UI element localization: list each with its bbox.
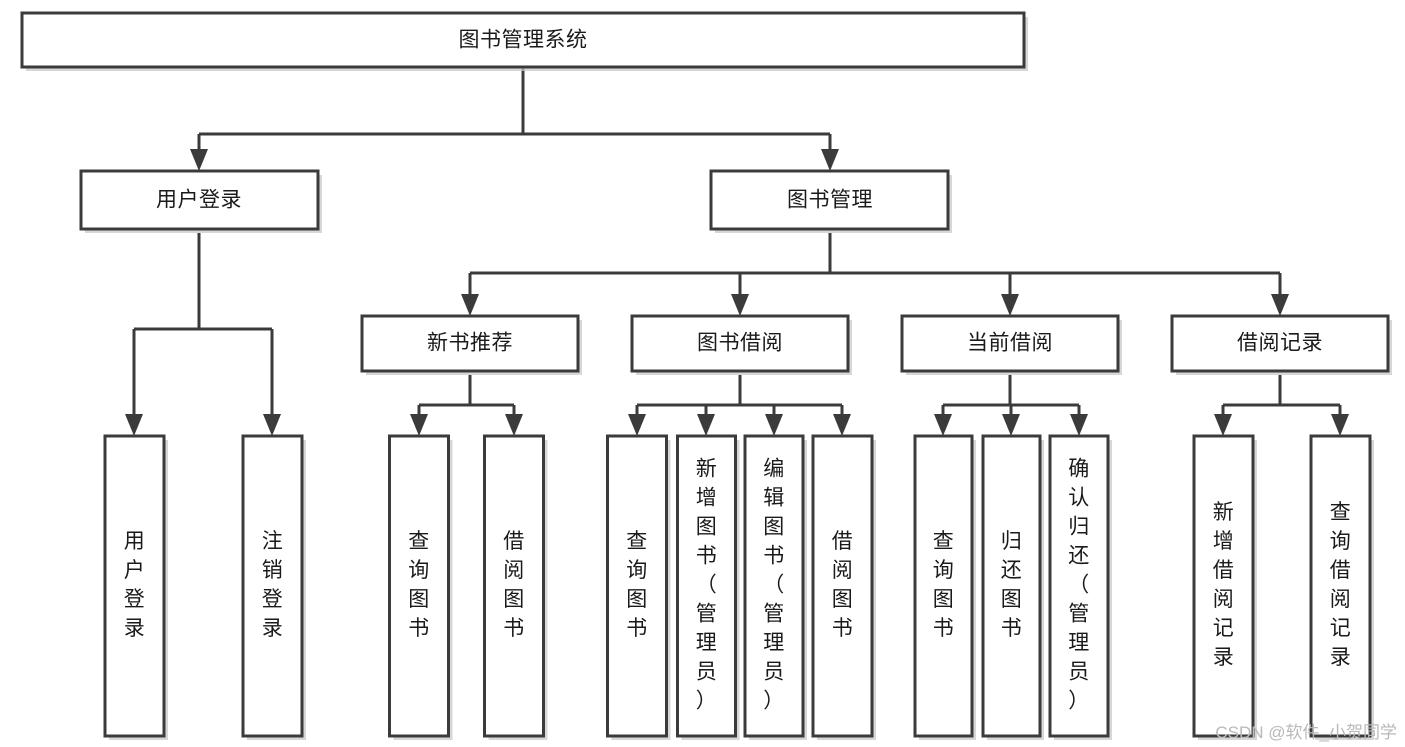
arrow-to-leaf-confirm-return <box>1070 414 1088 436</box>
node-current-borrow[interactable]: 当前借阅 <box>900 314 1122 375</box>
leaf-query-record-box <box>1309 434 1372 738</box>
node-root-book-management-system[interactable]: 图书管理系统 <box>20 11 1028 71</box>
leaf-query-book-1-label: 查询图书 <box>408 530 430 640</box>
root-label: 图书管理系统 <box>459 29 588 52</box>
node-leaf-user-login[interactable]: 用户登录 <box>103 434 168 740</box>
book-borrow-box <box>630 314 850 373</box>
arrow-to-borrow-record <box>1271 294 1289 316</box>
borrow-record-label: 借阅记录 <box>1237 332 1323 355</box>
node-book-manage[interactable]: 图书管理 <box>709 169 952 233</box>
arrow-to-leaf-query-book-1 <box>410 414 428 436</box>
node-leaf-query-book-1[interactable]: 查询图书 <box>388 434 453 740</box>
leaf-add-record-label: 新增借阅记录 <box>1213 501 1235 669</box>
node-leaf-query-book-2[interactable]: 查询图书 <box>606 434 671 740</box>
leaf-add-book-box <box>676 434 737 738</box>
arrow-root-to-user-login <box>190 149 208 171</box>
arrow-to-leaf-user-login <box>125 414 143 436</box>
connector-layer <box>125 67 1349 436</box>
node-user-login[interactable]: 用户登录 <box>79 169 322 233</box>
leaf-query-book-2-label: 查询图书 <box>626 530 648 640</box>
node-leaf-query-record[interactable]: 查询借阅记录 <box>1309 434 1374 740</box>
leaf-logout-box <box>241 434 304 738</box>
book-borrow-label: 图书借阅 <box>697 332 783 355</box>
node-leaf-logout[interactable]: 注销登录 <box>241 434 306 740</box>
user-login-label: 用户登录 <box>156 189 242 212</box>
leaf-borrow-book-1-box <box>483 434 545 738</box>
node-new-book-rec[interactable]: 新书推荐 <box>360 314 582 375</box>
leaf-query-record-label: 查询借阅记录 <box>1330 501 1352 669</box>
leaf-return-book-label: 归还图书 <box>1001 530 1023 640</box>
arrow-to-leaf-borrow-book-1 <box>505 414 523 436</box>
leaf-query-book-2-box <box>606 434 668 738</box>
new-book-rec-label: 新书推荐 <box>427 332 513 355</box>
node-leaf-add-book[interactable]: 新增图书（管理员） <box>676 434 740 740</box>
leaf-logout-label: 注销登录 <box>262 530 284 640</box>
leaf-borrow-book-2-box <box>811 434 874 738</box>
leaf-node-layer: 用户登录 注销登录 查询图书 借阅图书 查询图书 新增图书（管理员） 编辑图书（管理员） 借阅… <box>103 434 1374 740</box>
leaf-confirm-return-box <box>1048 434 1110 738</box>
root-box <box>20 11 1026 69</box>
node-leaf-query-book-3[interactable]: 查询图书 <box>913 434 976 740</box>
arrow-to-leaf-logout <box>263 414 281 436</box>
arrow-to-leaf-query-book-2 <box>628 414 646 436</box>
leaf-add-book-label: 新增图书（管理员） <box>696 458 718 713</box>
arrow-to-leaf-edit-book <box>765 414 783 436</box>
borrow-record-box <box>1170 314 1390 373</box>
node-leaf-return-book[interactable]: 归还图书 <box>981 434 1044 740</box>
leaf-edit-book-box <box>743 434 805 738</box>
node-leaf-confirm-return[interactable]: 确认归还（管理员） <box>1048 434 1112 740</box>
arrow-to-leaf-borrow-book-2 <box>833 414 851 436</box>
leaf-borrow-book-1-label: 借阅图书 <box>503 530 525 640</box>
node-leaf-borrow-book-1[interactable]: 借阅图书 <box>483 434 548 740</box>
arrow-to-book-borrow <box>731 294 749 316</box>
leaf-query-book-3-label: 查询图书 <box>933 530 955 640</box>
leaf-edit-book-label: 编辑图书（管理员） <box>763 458 785 713</box>
leaf-add-record-box <box>1192 434 1255 738</box>
arrow-to-leaf-add-book <box>697 414 715 436</box>
arrow-to-new-book-rec <box>461 294 479 316</box>
arrow-to-leaf-query-record <box>1331 414 1349 436</box>
leaf-confirm-return-label: 确认归还（管理员） <box>1068 458 1090 713</box>
leaf-user-login-label: 用户登录 <box>124 530 146 640</box>
node-leaf-borrow-book-2[interactable]: 借阅图书 <box>811 434 876 740</box>
leaf-borrow-book-2-label: 借阅图书 <box>832 530 854 640</box>
book-manage-box <box>709 169 950 231</box>
user-login-box <box>79 169 320 231</box>
node-leaf-add-record[interactable]: 新增借阅记录 <box>1192 434 1257 740</box>
leaf-query-book-1-box <box>388 434 450 738</box>
arrow-to-leaf-add-record <box>1214 414 1232 436</box>
arrow-to-leaf-return-book <box>1002 414 1020 436</box>
leaf-user-login-box <box>103 434 166 738</box>
node-book-borrow[interactable]: 图书借阅 <box>630 314 852 375</box>
leaf-query-book-3-box <box>913 434 974 738</box>
current-borrow-box <box>900 314 1120 373</box>
arrow-root-to-book-manage <box>821 149 839 171</box>
arrow-to-leaf-query-book-3 <box>934 414 952 436</box>
book-manage-label: 图书管理 <box>787 189 873 212</box>
node-borrow-record[interactable]: 借阅记录 <box>1170 314 1392 375</box>
node-leaf-edit-book[interactable]: 编辑图书（管理员） <box>743 434 807 740</box>
current-borrow-label: 当前借阅 <box>967 332 1053 355</box>
arrow-to-current-borrow <box>1001 294 1019 316</box>
leaf-return-book-box <box>981 434 1042 738</box>
new-book-rec-box <box>360 314 580 373</box>
